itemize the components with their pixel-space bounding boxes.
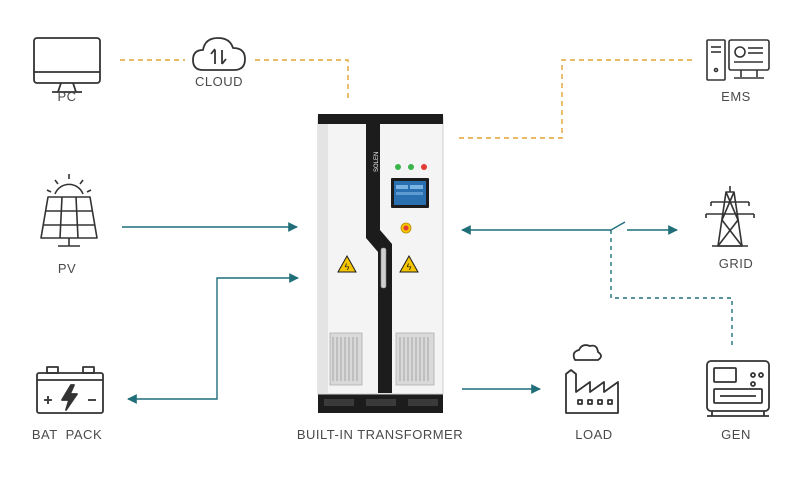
comm-lines xyxy=(120,59,692,139)
pv-panel-icon xyxy=(40,174,98,247)
label-bat-pack: BAT PACK xyxy=(31,427,103,442)
label-pv: PV xyxy=(57,261,77,276)
label-pc: PC xyxy=(57,89,77,104)
indicator-light-2 xyxy=(408,164,414,170)
svg-text:ϟ: ϟ xyxy=(407,262,412,272)
ems-icon xyxy=(706,39,770,81)
warning-sign-left xyxy=(337,254,357,273)
label-cloud: CLOUD xyxy=(194,74,244,89)
door-divider xyxy=(366,124,392,393)
cloud-cabinet-link xyxy=(255,59,349,100)
label-transformer: BUILT-IN TRANSFORMER xyxy=(296,427,464,442)
label-load: LOAD xyxy=(575,427,613,442)
power-lines xyxy=(122,221,733,404)
label-ems: EMS xyxy=(721,89,751,104)
ems-cabinet-link xyxy=(458,59,692,139)
grid-switch xyxy=(610,221,626,231)
indicator-light-3 xyxy=(421,164,427,170)
battery-cabinet-link xyxy=(127,273,299,404)
label-gen: GEN xyxy=(721,427,751,442)
warning-sign-right xyxy=(399,254,419,273)
cloud-icon xyxy=(192,37,246,71)
cabinet-brand: SOLEN xyxy=(374,152,380,172)
battery-icon xyxy=(36,366,104,414)
cabinet-top xyxy=(318,114,443,124)
door-handle xyxy=(380,247,387,289)
cabinet: SOLEN ϟ ϟ xyxy=(317,114,444,413)
svg-text:ϟ: ϟ xyxy=(345,262,350,272)
pc-icon xyxy=(33,37,101,93)
generator-icon xyxy=(706,360,770,417)
factory-load-icon xyxy=(565,344,619,414)
grid-tower-icon xyxy=(705,186,755,247)
indicator-light-1 xyxy=(395,164,401,170)
gen-link xyxy=(610,230,733,345)
label-grid: GRID xyxy=(718,256,754,271)
